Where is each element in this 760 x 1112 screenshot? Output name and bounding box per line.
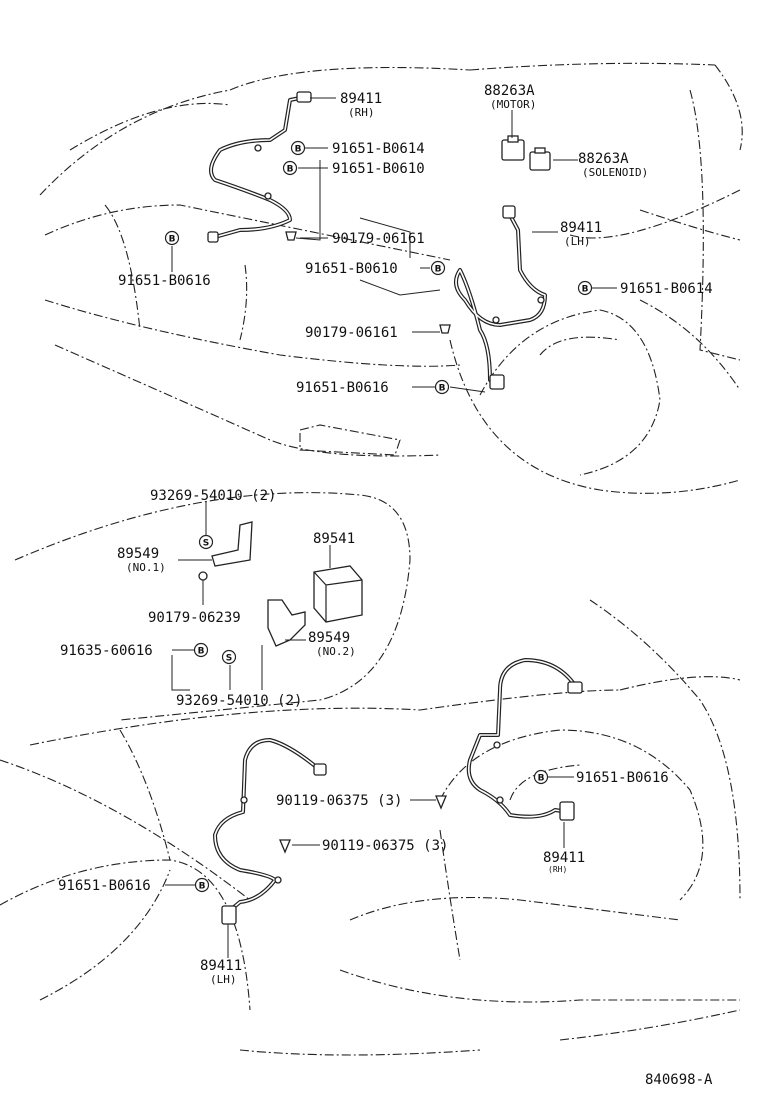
svg-text:B: B <box>582 285 589 295</box>
screw-symbol: S <box>221 649 237 665</box>
svg-text:B: B <box>538 774 545 784</box>
part-labels: 89411 (RH) 91651-B0614 91651-B0610 90179… <box>58 83 713 1088</box>
label-rr-lh-note: (LH) <box>210 973 237 986</box>
label-91651-b0610: 91651-B0610 <box>332 161 425 177</box>
svg-text:S: S <box>203 539 209 549</box>
label-rh-note: (RH) <box>348 106 375 119</box>
rear-lh-wheel-sensor <box>213 738 327 925</box>
rear-rh-wheel-sensor <box>466 658 583 821</box>
bolt-symbol: B <box>430 260 446 276</box>
svg-text:B: B <box>169 235 176 245</box>
label-91651-b0614-lh: 91651-B0614 <box>620 281 713 297</box>
label-91651-b0616-rr-lh: 91651-B0616 <box>58 878 151 894</box>
svg-text:B: B <box>435 265 442 275</box>
label-rr-rh-note: (RH) <box>548 865 567 874</box>
front-lh-wheel-sensor <box>454 205 547 390</box>
label-no2-note: (NO.2) <box>316 645 356 658</box>
label-93269-54010-b: 93269-54010 (2) <box>176 693 302 709</box>
label-91635-60616: 91635-60616 <box>60 643 153 659</box>
bolt-symbol: B <box>577 280 593 296</box>
svg-text:S: S <box>226 654 232 664</box>
label-89541: 89541 <box>313 531 355 547</box>
label-lh-note: (LH) <box>564 235 591 248</box>
label-88263a-solenoid: 88263A <box>578 151 629 167</box>
label-93269-54010-a: 93269-54010 (2) <box>150 488 276 504</box>
label-91651-b0616-lh: 91651-B0616 <box>296 380 389 396</box>
bolt-symbol: B <box>194 877 210 893</box>
svg-text:B: B <box>198 647 205 657</box>
bolt-symbol: B <box>193 642 209 658</box>
bolt-symbol: B <box>282 160 298 176</box>
relay-solenoid <box>529 147 551 171</box>
screw-symbol: S <box>198 534 214 550</box>
label-89411-rr-lh: 89411 <box>200 958 242 974</box>
rear-vehicle-outline <box>0 492 741 1056</box>
label-motor-note: (MOTOR) <box>490 98 536 111</box>
label-91651-b0616-rr-rh: 91651-B0616 <box>576 770 669 786</box>
bracket-no1 <box>211 521 253 567</box>
label-90119-06375-b: 90119-06375 (3) <box>322 838 448 854</box>
svg-text:B: B <box>199 882 206 892</box>
bracket-no2 <box>267 599 306 647</box>
bolt-symbol: B <box>434 379 450 395</box>
label-89411-fr-rh: 89411 <box>340 91 382 107</box>
front-rh-wheel-sensor <box>207 91 312 243</box>
label-89549-no1: 89549 <box>117 546 159 562</box>
label-91651-b0616: 91651-B0616 <box>118 273 211 289</box>
label-88263a-motor: 88263A <box>484 83 535 99</box>
label-solenoid-note: (SOLENOID) <box>582 166 648 179</box>
label-91651-b0610-lh: 91651-B0610 <box>305 261 398 277</box>
abs-ecu <box>313 565 363 623</box>
relay-motor <box>501 135 525 161</box>
label-89549-no2: 89549 <box>308 630 350 646</box>
front-vehicle-outline <box>39 62 743 494</box>
label-90179-06161: 90179-06161 <box>332 231 425 247</box>
leader-lines <box>165 97 617 958</box>
bolt-symbol: B <box>164 230 180 246</box>
bolt-symbol: B <box>290 140 306 156</box>
label-90179-06239: 90179-06239 <box>148 610 241 626</box>
bolt-symbol: B <box>533 769 549 785</box>
label-no1-note: (NO.1) <box>126 561 166 574</box>
label-89411-fr-lh: 89411 <box>560 220 602 236</box>
svg-text:B: B <box>295 145 302 155</box>
figure-id: 840698-A <box>645 1072 713 1088</box>
svg-text:B: B <box>287 165 294 175</box>
small-fasteners <box>198 231 451 854</box>
label-89411-rr-rh: 89411 <box>543 850 585 866</box>
svg-text:B: B <box>439 384 446 394</box>
label-91651-b0614: 91651-B0614 <box>332 141 425 157</box>
bolt-symbols: B B B B B B S B S B B <box>164 140 593 893</box>
label-90179-06161-lh: 90179-06161 <box>305 325 398 341</box>
label-90119-06375-a: 90119-06375 (3) <box>276 793 402 809</box>
